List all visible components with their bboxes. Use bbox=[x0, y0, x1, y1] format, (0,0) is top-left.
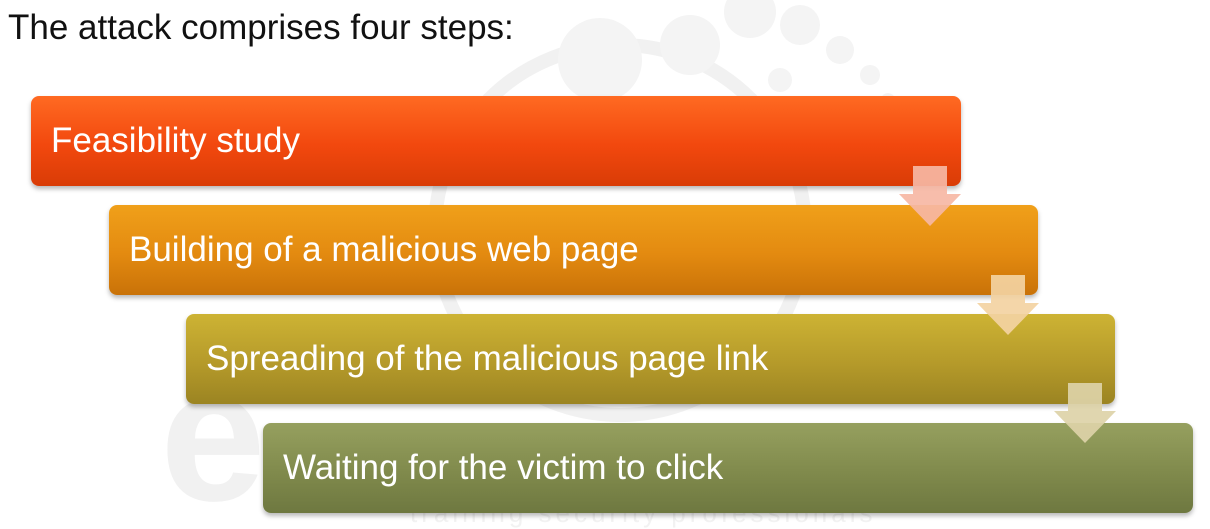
step-label: Feasibility study bbox=[51, 121, 300, 160]
down-arrow-icon bbox=[899, 166, 961, 226]
down-arrow-icon bbox=[1054, 383, 1116, 443]
step-feasibility-study: Feasibility study bbox=[31, 96, 961, 186]
step-label: Spreading of the malicious page link bbox=[206, 339, 769, 378]
slide-heading: The attack comprises four steps: bbox=[8, 8, 514, 47]
step-label: Building of a malicious web page bbox=[129, 230, 639, 269]
down-arrow-icon bbox=[977, 275, 1039, 335]
step-label: Waiting for the victim to click bbox=[283, 448, 724, 487]
step-spreading-link: Spreading of the malicious page link bbox=[186, 314, 1115, 404]
step-waiting-for-click: Waiting for the victim to click bbox=[263, 423, 1193, 513]
